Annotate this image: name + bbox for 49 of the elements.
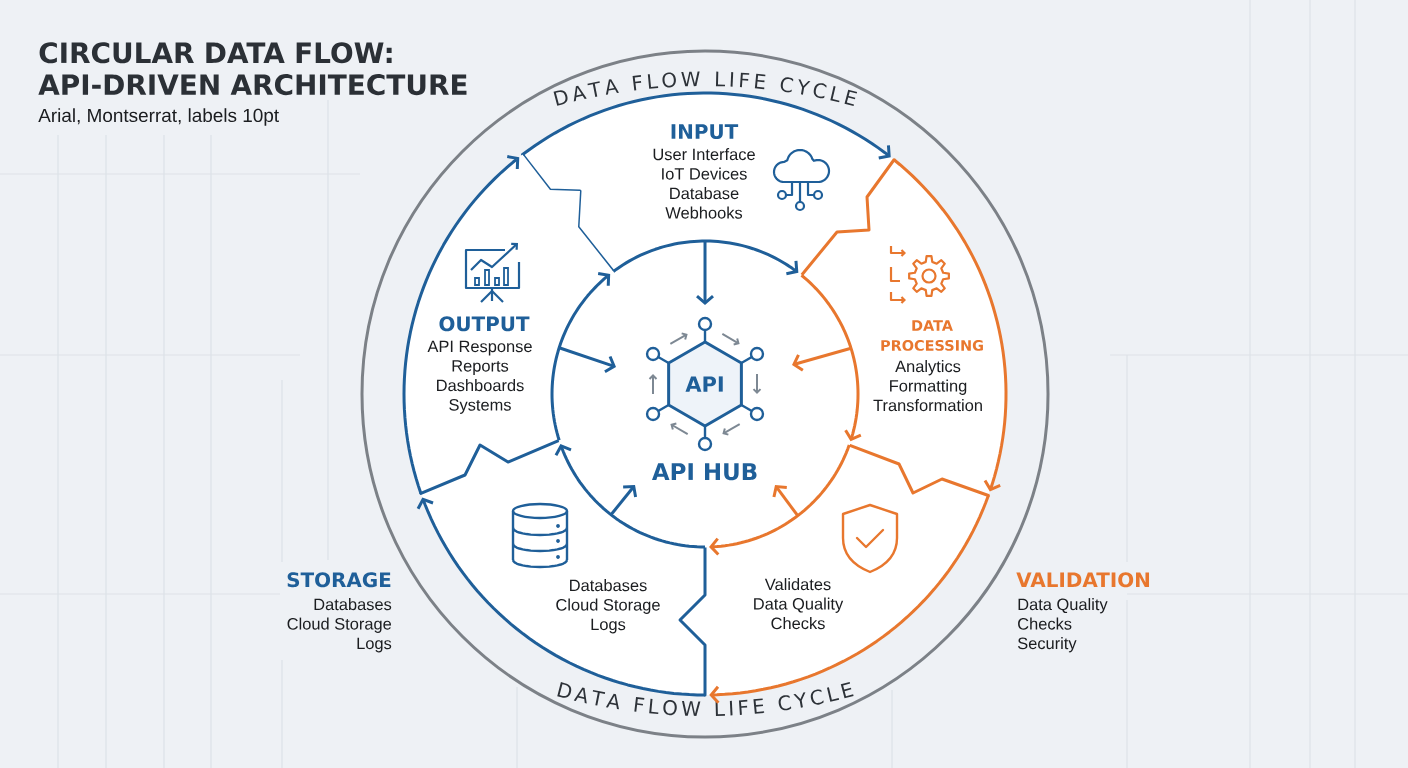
curved-arrow — [709, 444, 851, 556]
list-item: API Response — [427, 340, 532, 356]
hub-label: API HUB — [652, 463, 757, 481]
list-item: IoT Devices — [662, 167, 747, 180]
list-item: Formatting — [890, 379, 967, 395]
side-list-item: Databases — [314, 598, 392, 611]
list-item: Checks — [771, 617, 825, 630]
curved-arrow — [550, 271, 611, 441]
curved-label: DATA FLOW LIFE CYCLE — [553, 71, 858, 107]
hexagon: API — [667, 340, 743, 428]
curved-arrow — [893, 158, 1008, 492]
curved-arrow — [800, 274, 862, 442]
curved-arrow — [554, 444, 706, 549]
side-list-item: Data Quality — [1018, 598, 1108, 614]
heading: INPUT — [671, 124, 739, 139]
side-list-item: Security — [1017, 637, 1077, 653]
arrow — [792, 346, 852, 372]
list-item: Systems — [449, 399, 511, 414]
list-item: Cloud Storage — [556, 598, 660, 614]
curved-arrow — [612, 239, 799, 276]
list-item: Data Quality — [754, 597, 844, 613]
subtitle: Arial, Montserrat, labels 10pt — [38, 108, 279, 126]
curved-arrow — [416, 497, 706, 697]
curved-label: DATA FLOW LIFE CYCLE — [557, 681, 854, 716]
list-item: Transformation — [873, 399, 982, 412]
list-item: Database — [670, 187, 739, 200]
arrow — [696, 241, 714, 305]
heading: DATA PROCESSING — [881, 320, 983, 351]
list-item: Webhooks — [665, 206, 743, 219]
arrow — [558, 346, 616, 373]
side-heading: VALIDATION — [1016, 572, 1149, 588]
side-heading: STORAGE — [287, 572, 391, 588]
heading: OUTPUT — [439, 316, 530, 332]
arrow — [772, 485, 799, 517]
list-item: Validates — [764, 578, 831, 591]
list-item: Databases — [570, 579, 647, 592]
side-list-item: Checks — [1018, 617, 1072, 630]
list-item: User Interface — [653, 148, 755, 161]
list-item: Reports — [452, 360, 509, 375]
title: CIRCULAR DATA FLOW: API-DRIVEN ARCHITECTURE — [38, 42, 467, 96]
list-item: Dashboards — [437, 379, 524, 392]
curved-arrow — [402, 155, 520, 494]
side-list-item: Cloud Storage — [287, 617, 392, 633]
list-item: Logs — [591, 618, 626, 634]
side-list-item: Logs — [357, 637, 392, 653]
curved-arrow — [521, 91, 891, 160]
curved-arrow — [709, 494, 990, 704]
list-item: Analytics — [895, 360, 961, 376]
arrow — [609, 485, 638, 516]
